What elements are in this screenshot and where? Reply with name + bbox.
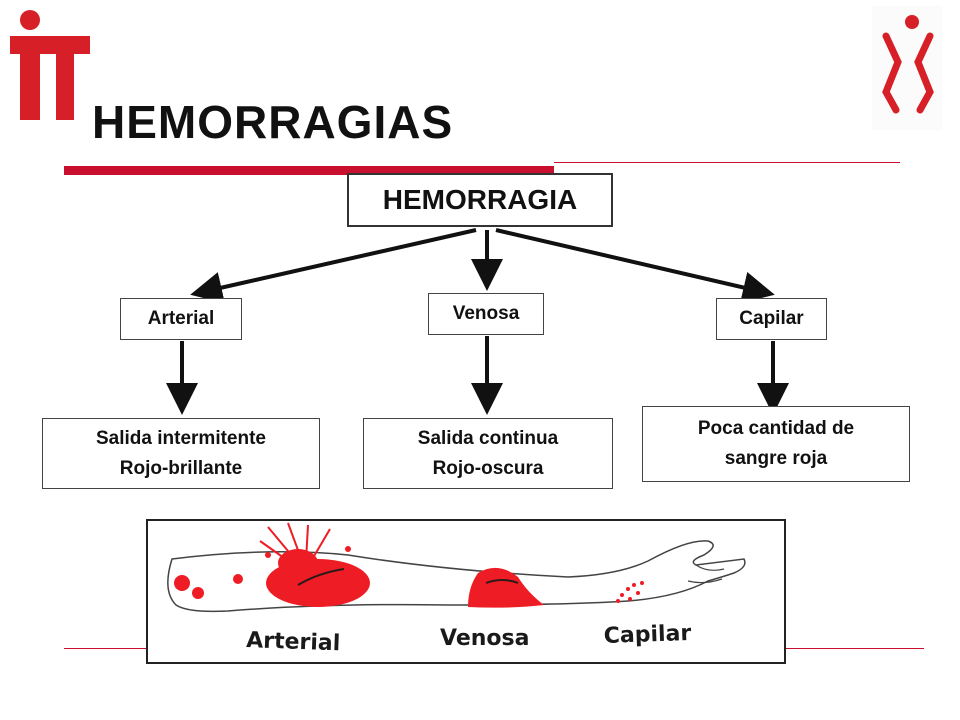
illustration-label-arterial: Arterial	[246, 628, 341, 656]
arrow-root-to-capilar	[495, 228, 775, 304]
detail-capilar-line-1: Poca cantidad de	[697, 418, 855, 439]
arrow-root-to-arterial	[190, 228, 477, 304]
detail-node-arterial: Salida intermitente Rojo-brillante	[42, 418, 320, 489]
illustration-label-capilar: Capilar	[603, 621, 691, 649]
detail-arterial-line-1: Salida intermitente	[96, 427, 266, 449]
title-underline-bar	[64, 166, 554, 175]
category-label-venosa: Venosa	[452, 303, 520, 324]
title-rule	[554, 162, 900, 163]
category-node-capilar: Capilar	[716, 298, 827, 340]
bottom-rule-left	[64, 648, 146, 649]
detail-arterial-line-2: Rojo-brillante	[119, 457, 243, 479]
venous-blood	[468, 567, 544, 608]
slide-title: HEMORRAGIAS	[92, 96, 454, 148]
logo-left	[8, 6, 90, 124]
arm-illustration: Arterial Venosa Capilar	[146, 519, 786, 664]
detail-venosa-line-2: Rojo-oscura	[432, 457, 544, 479]
detail-venosa-line-1: Salida continua	[417, 427, 559, 449]
category-node-arterial: Arterial	[120, 298, 242, 340]
category-label-capilar: Capilar	[739, 308, 804, 329]
capillary-blood	[616, 581, 644, 603]
arterial-spray	[259, 522, 331, 566]
bottom-rule-right	[782, 648, 924, 649]
category-label-arterial: Arterial	[147, 308, 215, 329]
arm-outline	[167, 540, 746, 613]
logo-right	[872, 6, 942, 130]
root-node: HEMORRAGIA	[347, 173, 613, 227]
detail-capilar-line-2: sangre roja	[724, 448, 828, 469]
category-node-venosa: Venosa	[428, 293, 544, 335]
root-node-label: HEMORRAGIA	[382, 184, 578, 215]
detail-node-capilar: Poca cantidad de sangre roja	[642, 406, 910, 482]
illustration-label-venosa: Venosa	[440, 626, 529, 651]
detail-node-venosa: Salida continua Rojo-oscura	[363, 418, 613, 489]
diagram-connectors	[166, 228, 789, 415]
